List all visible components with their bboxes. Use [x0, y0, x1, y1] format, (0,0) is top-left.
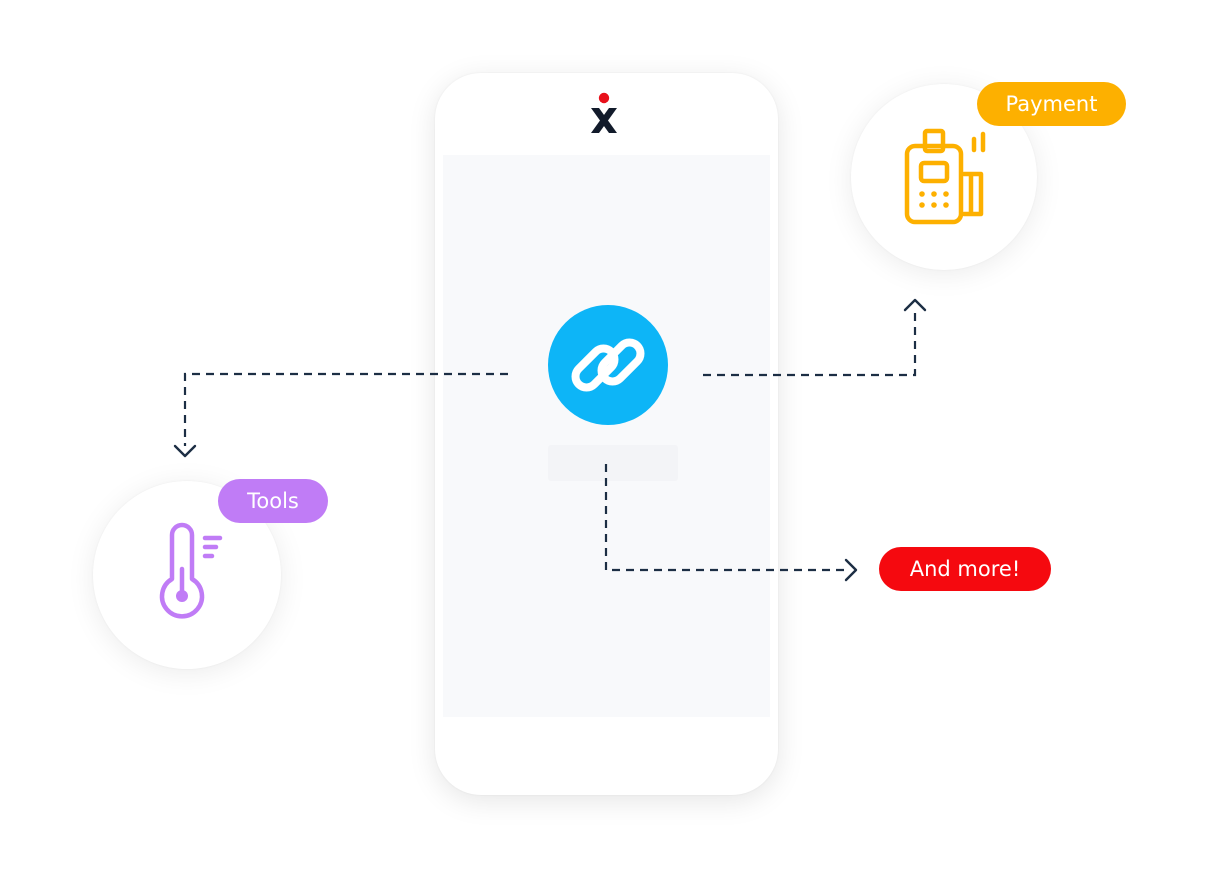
thermometer-icon [159, 522, 223, 619]
arrowhead-right [844, 558, 858, 582]
link-node [548, 305, 668, 425]
x-logo-icon [591, 92, 617, 133]
more-label: And more! [879, 547, 1051, 591]
phone-screen [443, 155, 770, 717]
arrowhead-down [173, 444, 197, 458]
card-terminal-icon [904, 128, 986, 225]
arrowhead-up [903, 298, 927, 312]
payment-node [851, 84, 1037, 270]
payment-label: Payment [977, 82, 1126, 126]
screen-placeholder-bar [548, 445, 678, 481]
link-chain-icon [571, 338, 645, 392]
tools-label: Tools [218, 479, 328, 523]
phone-mockup [435, 73, 778, 795]
